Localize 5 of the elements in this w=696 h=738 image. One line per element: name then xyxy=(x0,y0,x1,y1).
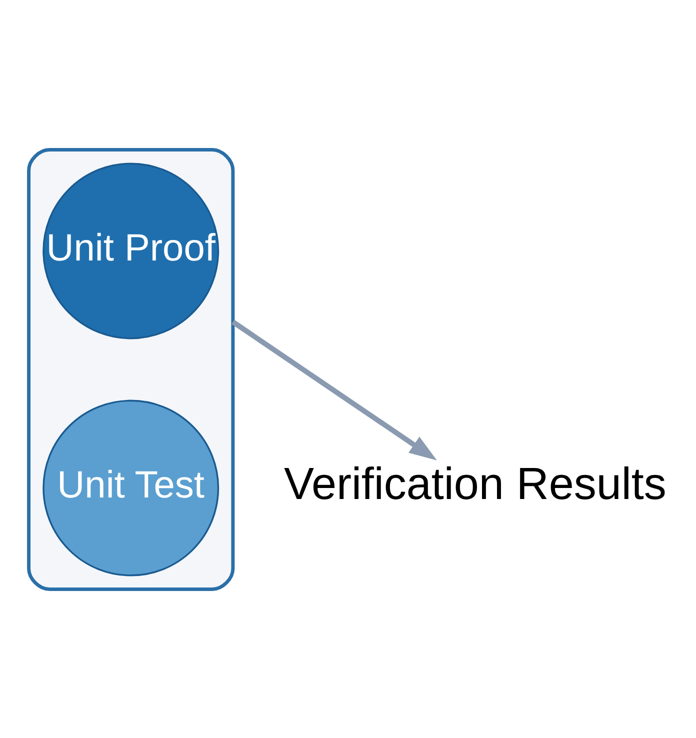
arrow xyxy=(231,319,437,460)
cluster xyxy=(27,148,235,590)
node-circle: Unit Test xyxy=(42,399,220,576)
node-circle: Unit Proof xyxy=(42,162,220,339)
node-text: Verification Results xyxy=(284,457,666,508)
